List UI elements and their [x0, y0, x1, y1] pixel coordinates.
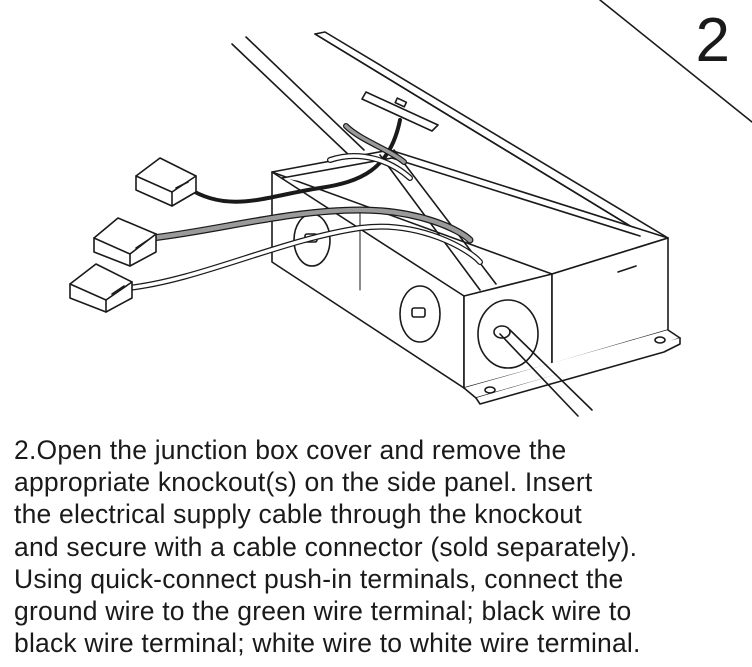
ground-wire	[148, 206, 474, 244]
instruction-line: black wire terminal; white wire to white…	[14, 628, 641, 659]
black-wire	[186, 118, 402, 204]
instruction-line: ground wire to the green wire terminal; …	[14, 596, 632, 627]
ground-wire-terminal	[93, 217, 157, 267]
instruction-line: Using quick-connect push-in terminals, c…	[14, 563, 624, 594]
instruction-line: the electrical supply cable through the …	[14, 499, 582, 530]
junction-box-cover	[314, 31, 669, 244]
corner-divider-line	[599, 0, 752, 123]
knockout-middle	[399, 285, 441, 343]
instruction-text: 2.Open the junction box cover and remove…	[14, 434, 744, 659]
step-number: 2	[695, 6, 730, 75]
knockout-front	[477, 299, 539, 369]
black-wire-terminal	[135, 157, 197, 207]
background-supply-cable	[231, 36, 365, 159]
junction-box-body	[271, 149, 681, 405]
instruction-line: 2.Open the junction box cover and remove…	[14, 435, 567, 465]
supply-cable-front	[499, 329, 593, 417]
junction-box-illustration	[69, 0, 752, 417]
instruction-line: and secure with a cable connector (sold …	[14, 531, 638, 562]
instruction-line: appropriate knockout(s) on the side pane…	[14, 467, 593, 498]
white-wire	[125, 223, 483, 291]
wire-bundle-top	[327, 123, 413, 181]
white-wire-terminal	[69, 263, 133, 313]
